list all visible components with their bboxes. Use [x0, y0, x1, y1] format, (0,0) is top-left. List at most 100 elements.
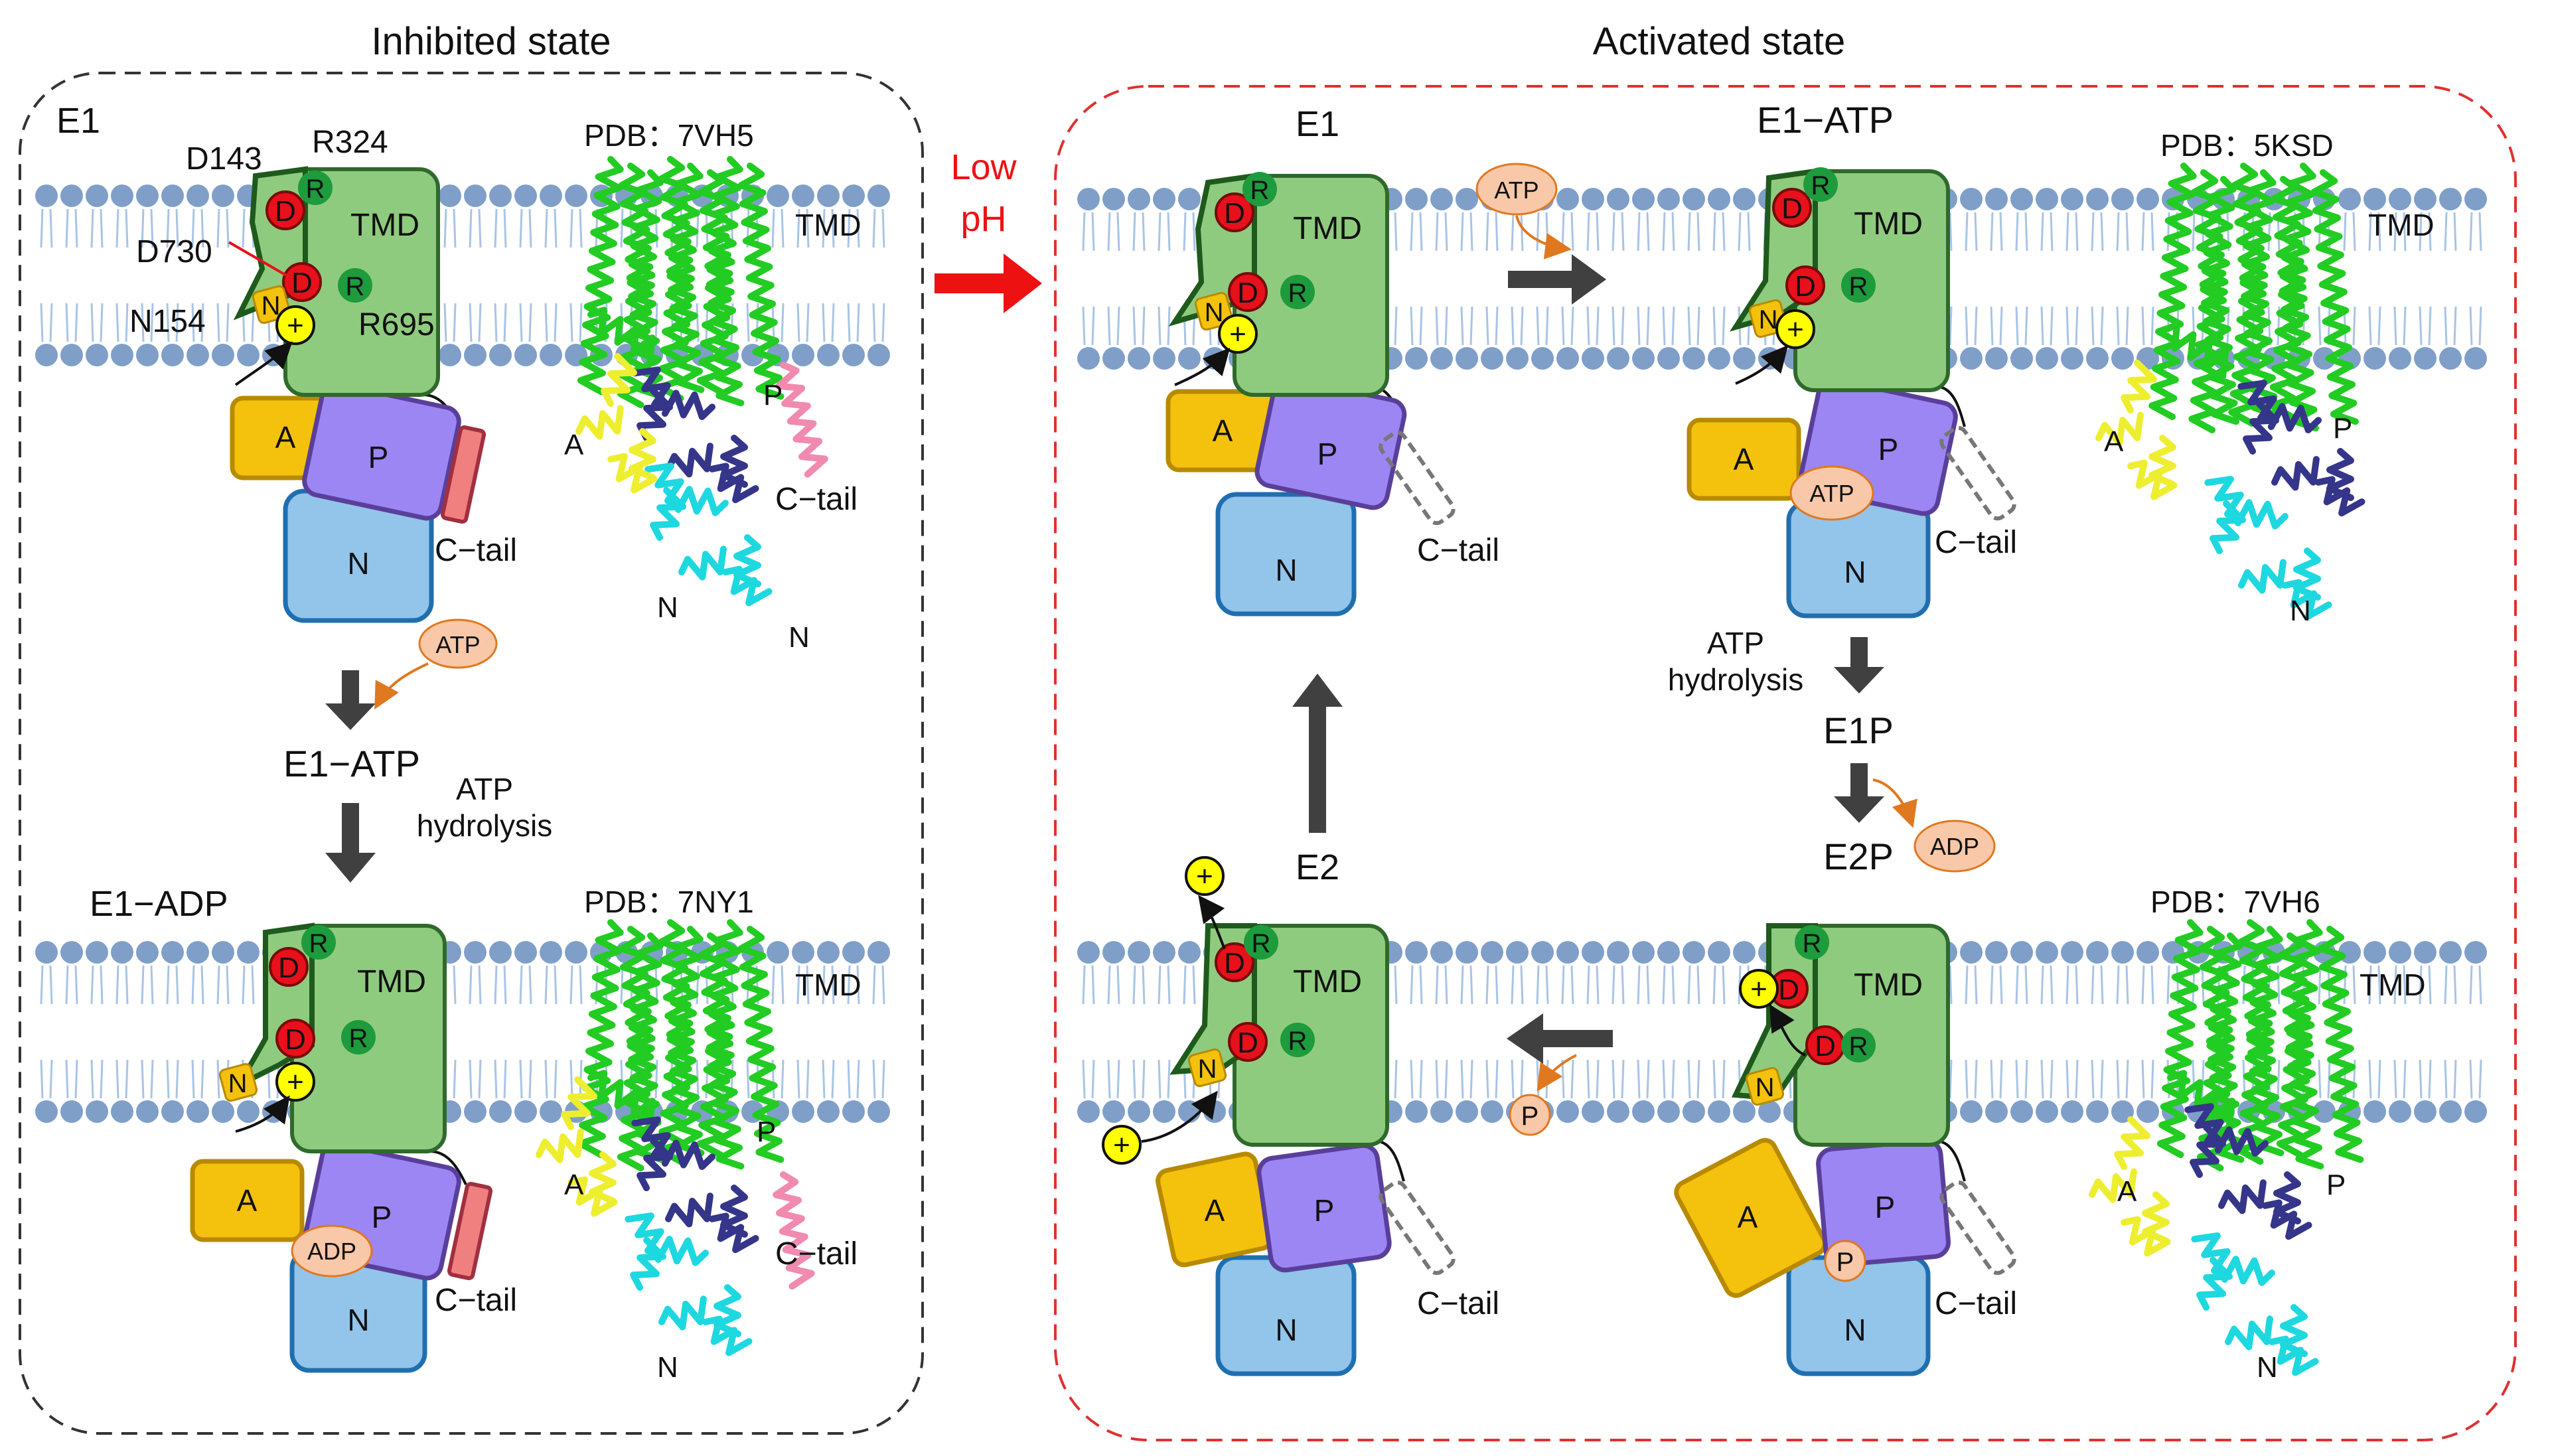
residue-d730-label: D730: [136, 234, 212, 269]
p-domain-letter: P: [372, 1200, 392, 1234]
arg-upper: [301, 925, 336, 960]
arg-upper: [1244, 925, 1278, 960]
asp-upper-letter: D: [1224, 197, 1245, 230]
hydrolysis-arrow-inhibited: [325, 803, 376, 883]
cation-entry-arrow: [234, 341, 293, 386]
structure-7vh5-p-label: P: [763, 379, 783, 411]
structure-7ny1-ctail-label: C−tail: [775, 1236, 858, 1272]
phospho-site-text: P: [1837, 1248, 1854, 1277]
arg-lower: [1841, 268, 1876, 303]
asp-lower: [1228, 1022, 1268, 1062]
cation-incoming-bottom: [1102, 1125, 1142, 1165]
pdb-5ksd-label: PDB：5KSD: [2160, 128, 2334, 163]
arg-lower-letter: R: [1288, 1027, 1308, 1056]
e1p-to-e2p-arrow: [1834, 763, 1884, 823]
cation-incoming-bottom-plus: +: [1113, 1129, 1130, 1161]
activated-state-title: Activated state: [1593, 20, 1845, 63]
arg-upper-letter: R: [1252, 929, 1271, 958]
structure-5ksd-p-label: P: [2333, 412, 2352, 445]
structure-7vh6-a-label: A: [2117, 1175, 2137, 1208]
activated-frame: [1054, 85, 2517, 1441]
structure-5ksd-tmd-label: TMD: [2368, 208, 2435, 242]
asp-upper: [1215, 942, 1254, 982]
arg-lower: [1841, 1028, 1876, 1062]
tmd-label: TMD: [1293, 211, 1362, 246]
structure-7vh5-n-label-2: N: [788, 621, 810, 654]
asp-d730: [282, 262, 322, 302]
c-tail-label: C−tail: [435, 1283, 517, 1318]
hydrolysis-arrow-activated: [1834, 637, 1884, 693]
cation-plus: +: [1787, 313, 1804, 346]
a-domain-letter: A: [275, 420, 296, 455]
cation-plus: +: [287, 309, 304, 342]
n-domain-letter: N: [1275, 1313, 1297, 1347]
n-domain-letter: N: [347, 1303, 369, 1337]
a-domain: [1674, 1137, 1827, 1298]
p-domain-letter: P: [1314, 1193, 1335, 1228]
asp-upper-letter: D: [1781, 192, 1803, 225]
low-ph-arrow: [935, 254, 1042, 313]
e2p-to-e2-arrow: [1507, 1013, 1613, 1064]
state-label-activated-e2p: E2P: [1823, 836, 1894, 877]
arg-lower-letter: R: [1849, 1032, 1868, 1061]
asp-upper-letter: D: [1224, 947, 1245, 980]
phosphate-released-text: P: [1521, 1102, 1539, 1131]
arg-r695: [338, 268, 372, 303]
adp-released: [1913, 820, 1996, 873]
tmd-label: TMD: [350, 208, 419, 243]
atp-ligand-activated-text: ATP: [1494, 177, 1538, 204]
c-tail-label: C−tail: [1935, 525, 2017, 560]
e2-to-e1-arrow: [1292, 674, 1343, 833]
c-tail-linker: [429, 1150, 467, 1185]
structure-7vh6-tmd-label: TMD: [2360, 968, 2426, 1002]
arg-lower: [1280, 1023, 1315, 1057]
low-ph-label-line2: pH: [960, 199, 1006, 239]
arg-upper-letter: R: [309, 929, 329, 958]
atp-bound: [1789, 465, 1874, 521]
cation: [1739, 969, 1779, 1009]
arg-upper: [1803, 167, 1838, 202]
p-domain-letter: P: [1875, 1190, 1896, 1224]
asp-d143-letter: D: [275, 195, 296, 228]
c-tail-label: C−tail: [435, 533, 517, 568]
arg-r324: [298, 171, 333, 205]
cation: [275, 1062, 315, 1102]
asp-upper-letter: D: [278, 952, 299, 984]
hydrolysis-atp-inhibited: ATP: [456, 772, 513, 806]
asn-letter: N: [228, 1069, 248, 1098]
asn-letter: N: [1198, 1055, 1217, 1084]
atp-ligand-activated: [1475, 163, 1558, 216]
structure-7vh5-n-label-1: N: [657, 591, 678, 624]
arg-lower: [341, 1020, 376, 1055]
a-domain-letter: A: [1205, 1193, 1225, 1228]
c-tail-linker: [1379, 1140, 1405, 1182]
structure-7ny1: [536, 919, 815, 1356]
cation-exit-arrow: [1198, 895, 1226, 950]
pdb-7vh6-label: PDB：7VH6: [2150, 885, 2320, 919]
asn: [218, 1062, 258, 1102]
structure-7vh6: [2089, 919, 2364, 1376]
schematic-activated-e1-atp: D R TMD D R N + A P N ATP C−tail: [1687, 167, 2017, 619]
c-tail-dashed: [1939, 425, 2016, 521]
hydrolysis-word-activated: hydrolysis: [1668, 662, 1804, 697]
atp-ligand-inhibited: [418, 619, 498, 669]
hydrolysis-atp-activated: ATP: [1707, 626, 1764, 660]
tmd-label: TMD: [357, 964, 426, 999]
phosphate-release-arrow: [1537, 1054, 1577, 1092]
schematic-activated-e1: D R TMD D R N + A P N C−tail: [1165, 172, 1499, 617]
cation-entry-arrow: [1174, 348, 1231, 386]
a-domain-letter: A: [237, 1183, 258, 1218]
structure-7vh5: [575, 156, 828, 607]
a-domain-letter: A: [1213, 413, 1233, 448]
arg-r695-letter: R: [346, 272, 365, 301]
asn-letter: N: [1205, 298, 1224, 327]
n-domain-letter: N: [1844, 555, 1866, 589]
state-label-activated-e2: E2: [1296, 847, 1339, 887]
cation-entry-arrow: [1141, 1090, 1218, 1143]
structure-7vh6-p-label: P: [2326, 1169, 2346, 1201]
schematic-activated-e2: D R TMD D R N A P N C−tail: [1141, 895, 1499, 1376]
c-tail-helix: [440, 425, 487, 524]
arg-lower-letter: R: [1288, 279, 1308, 308]
schematic-inhibited-e1-adp: D R TMD D R N + A P N ADP C−tail: [190, 922, 517, 1373]
structure-7vh5-a-label: A: [564, 429, 584, 461]
